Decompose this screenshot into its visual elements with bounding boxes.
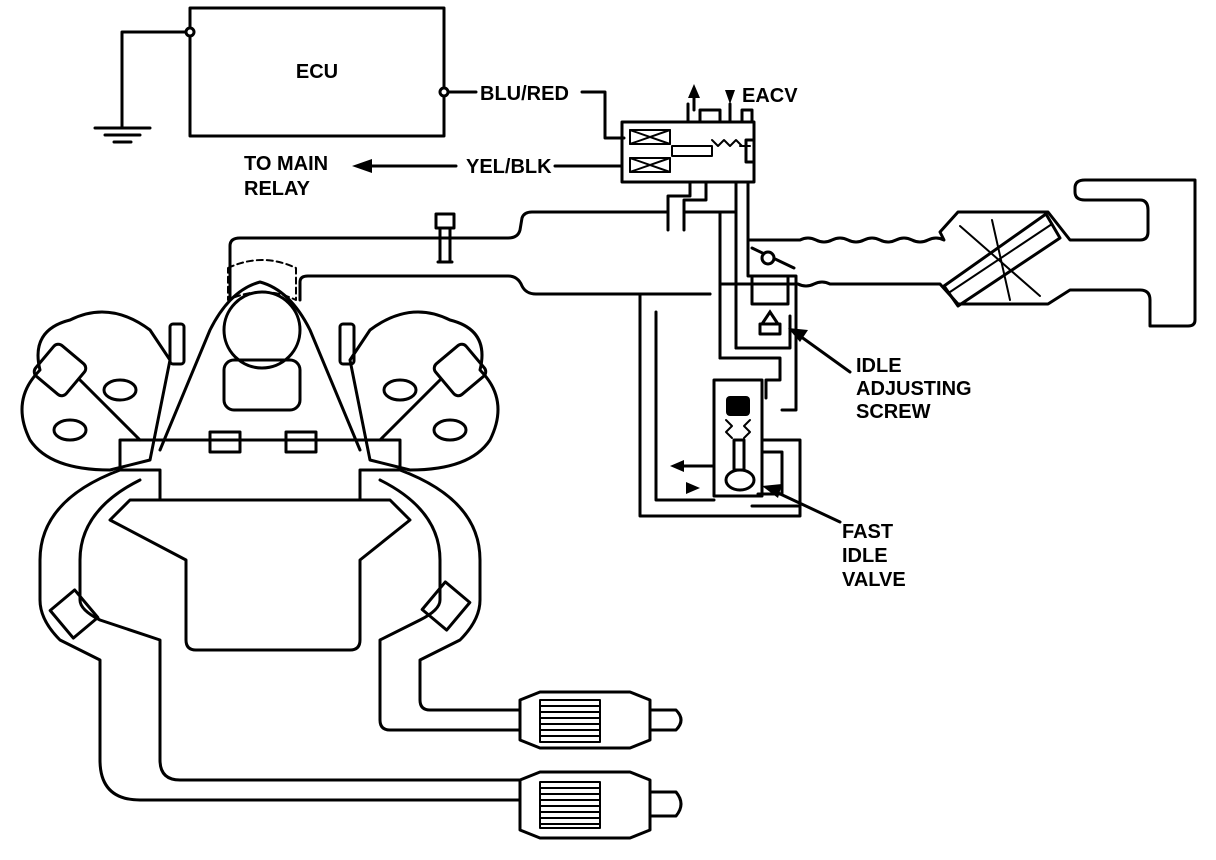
exhaust-system (38, 468, 683, 840)
left-injector (168, 322, 186, 366)
eacv-valve (620, 84, 756, 242)
right-o2-sensor (420, 580, 472, 632)
engine-block (20, 259, 500, 652)
yel-blk-wire-label: YEL/BLK (466, 156, 552, 178)
fast-label: FAST (842, 521, 893, 543)
to-main-label: TO MAIN (244, 153, 328, 175)
eacv-inlet-arrow-icon (725, 90, 735, 104)
right-injector (338, 322, 356, 366)
lower-catalytic-converter (518, 770, 683, 840)
eacv-label: EACV (742, 85, 798, 107)
idle-screw-leader-icon (788, 328, 852, 374)
ecu-label: ECU (296, 61, 338, 83)
intake-sensor (434, 212, 456, 264)
intake-tract (228, 178, 1197, 328)
fast-idle-leader-icon (762, 484, 842, 524)
idle-label: IDLE (856, 355, 902, 377)
to-main-relay-arrow-icon (352, 159, 458, 173)
valve-label: VALVE (842, 569, 906, 591)
eacv-outlet-arrow-icon (688, 84, 700, 112)
screw-label: SCREW (856, 401, 931, 423)
blu-red-wire-label: BLU/RED (480, 83, 569, 105)
ecu-box (188, 6, 446, 138)
left-o2-sensor (48, 588, 100, 640)
relay-label: RELAY (244, 178, 311, 200)
fast-idle-label: IDLE (842, 545, 888, 567)
adjusting-label: ADJUSTING (856, 378, 972, 400)
upper-catalytic-converter (518, 690, 683, 750)
idle-bypass (638, 210, 802, 518)
fast-idle-flow-arrow-icon (670, 460, 716, 494)
ground-symbol-icon (93, 126, 152, 144)
ecu-wiring (93, 6, 626, 173)
